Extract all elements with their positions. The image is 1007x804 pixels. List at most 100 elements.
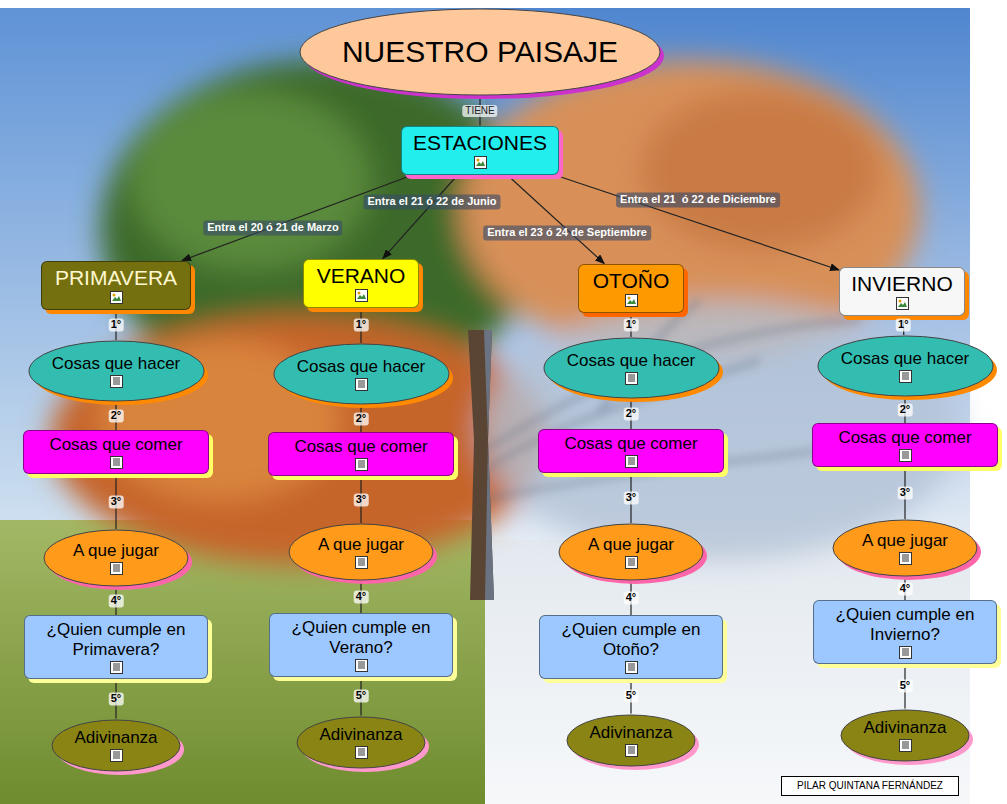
order-number: 2° xyxy=(624,407,639,420)
food-box: Cosas que comer xyxy=(538,429,724,473)
order-number: 4° xyxy=(898,582,913,595)
order-number: 1° xyxy=(354,319,369,332)
birthday-box: ¿Quien cumple en Verano? xyxy=(269,613,453,677)
grass xyxy=(0,520,485,804)
order-number: 2° xyxy=(898,403,913,416)
document-link-icon xyxy=(355,556,368,569)
date-label: Entra el 20 ó 21 de Marzo xyxy=(203,220,342,235)
order-number: 5° xyxy=(624,690,639,703)
trunk-right xyxy=(484,330,494,600)
node-text: ¿Quien cumple en Invierno? xyxy=(824,605,986,644)
concept-box: ESTACIONES xyxy=(401,126,559,175)
node-text: Cosas que hacer xyxy=(841,349,970,369)
node-text: Cosas que comer xyxy=(564,434,697,454)
node-text: A que jugar xyxy=(588,535,674,555)
food-box: Cosas que comer xyxy=(268,432,454,476)
order-number: 4° xyxy=(109,594,124,607)
activity-ellipse: Cosas que hacer xyxy=(817,335,994,397)
node-text: Cosas que comer xyxy=(838,428,971,448)
order-number: 3° xyxy=(624,491,639,504)
season-box: PRIMAVERA xyxy=(41,261,191,310)
season-box: OTOÑO xyxy=(578,264,684,313)
document-link-icon xyxy=(625,556,638,569)
node-text: NUESTRO PAISAJE xyxy=(342,35,618,70)
node-text: A que jugar xyxy=(862,531,948,551)
document-link-icon xyxy=(355,746,368,759)
food-box: Cosas que comer xyxy=(812,423,998,467)
order-number: 4° xyxy=(624,591,639,604)
node-text: INVIERNO xyxy=(851,272,953,296)
link-phrase: TIENE xyxy=(462,105,497,117)
image-link-icon xyxy=(110,291,123,304)
birthday-box: ¿Quien cumple en Otoño? xyxy=(539,615,723,679)
document-link-icon xyxy=(355,458,368,471)
author-box: PILAR QUINTANA FERNÁNDEZ xyxy=(781,776,959,796)
title-ellipse: NUESTRO PAISAJE xyxy=(299,8,661,96)
order-number: 3° xyxy=(109,495,124,508)
node-text: ¿Quien cumple en Otoño? xyxy=(550,620,712,659)
date-label: Entra el 21 ó 22 de Diciembre xyxy=(616,192,780,207)
activity-ellipse: Cosas que hacer xyxy=(28,340,205,402)
date-label: Entra el 23 ó 24 de Septiembre xyxy=(483,225,651,240)
activity-ellipse: Cosas que hacer xyxy=(273,343,450,405)
order-number: 3° xyxy=(354,493,369,506)
connector-line xyxy=(507,175,604,264)
node-text: PRIMAVERA xyxy=(55,266,177,290)
node-text: VERANO xyxy=(317,264,406,288)
bare-branches xyxy=(485,300,900,500)
document-link-icon xyxy=(110,375,123,388)
order-number: 1° xyxy=(896,319,911,332)
document-link-icon xyxy=(110,456,123,469)
document-link-icon xyxy=(110,661,123,674)
season-box: INVIERNO xyxy=(839,267,965,316)
order-number: 1° xyxy=(624,318,639,331)
document-link-icon xyxy=(355,378,368,391)
node-text: Adivinanza xyxy=(74,728,157,748)
games-ellipse: A que jugar xyxy=(558,523,704,581)
season-box: VERANO xyxy=(303,259,419,308)
connector-line xyxy=(383,175,458,259)
tree-crowns xyxy=(50,60,960,565)
order-number: 4° xyxy=(354,590,369,603)
document-link-icon xyxy=(899,552,912,565)
order-number: 5° xyxy=(109,692,124,705)
document-link-icon xyxy=(899,370,912,383)
node-text: Cosas que hacer xyxy=(52,354,181,374)
order-number: 1° xyxy=(109,318,124,331)
games-ellipse: A que jugar xyxy=(288,523,434,581)
node-text: Adivinanza xyxy=(319,725,402,745)
date-label: Entra el 21 ó 22 de Junio xyxy=(364,194,501,209)
order-number: 2° xyxy=(109,409,124,422)
document-link-icon xyxy=(625,661,638,674)
document-link-icon xyxy=(625,372,638,385)
riddle-ellipse: Adivinanza xyxy=(51,719,181,772)
node-text: Cosas que hacer xyxy=(567,351,696,371)
node-text: Cosas que comer xyxy=(49,435,182,455)
birthday-box: ¿Quien cumple en Primavera? xyxy=(24,615,208,679)
node-text: OTOÑO xyxy=(593,269,670,293)
riddle-ellipse: Adivinanza xyxy=(840,709,970,762)
node-text: ESTACIONES xyxy=(413,131,547,155)
document-link-icon xyxy=(625,744,638,757)
birthday-box: ¿Quien cumple en Invierno? xyxy=(813,600,997,664)
order-number: 2° xyxy=(354,412,369,425)
document-link-icon xyxy=(899,646,912,659)
order-number: 5° xyxy=(898,680,913,693)
image-link-icon xyxy=(625,294,638,307)
node-text: Adivinanza xyxy=(589,723,672,743)
order-number: 5° xyxy=(354,690,369,703)
trunk-left xyxy=(468,330,494,600)
document-link-icon xyxy=(355,659,368,672)
image-link-icon xyxy=(474,156,487,169)
riddle-ellipse: Adivinanza xyxy=(296,716,426,769)
image-link-icon xyxy=(896,297,909,310)
node-text: Cosas que hacer xyxy=(297,357,426,377)
image-link-icon xyxy=(355,289,368,302)
riddle-ellipse: Adivinanza xyxy=(566,714,696,767)
document-link-icon xyxy=(899,449,912,462)
games-ellipse: A que jugar xyxy=(832,519,978,577)
activity-ellipse: Cosas que hacer xyxy=(543,337,720,399)
document-link-icon xyxy=(625,455,638,468)
